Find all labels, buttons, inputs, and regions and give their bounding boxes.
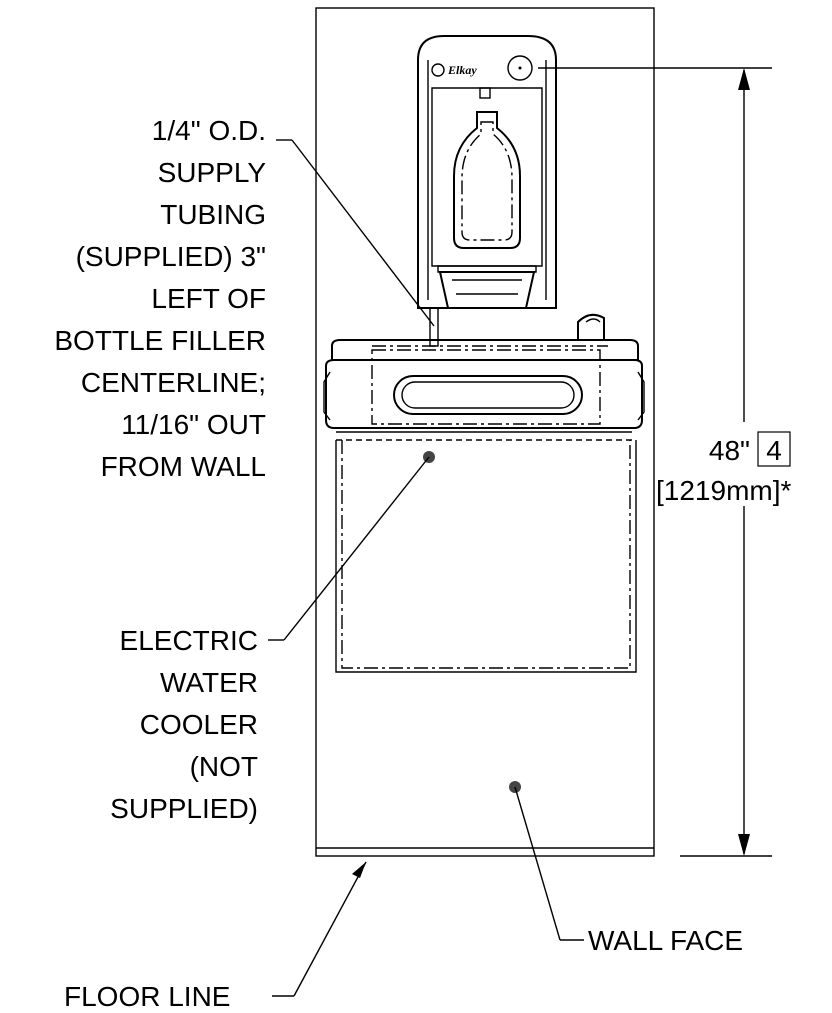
bottle-icon	[453, 111, 521, 249]
supply-tubing-line-3: TUBING	[160, 199, 266, 230]
sensor-icon	[507, 55, 533, 81]
cooler-line-5: SUPPLIED)	[110, 793, 258, 824]
supply-tubing-line-7: CENTERLINE;	[81, 367, 266, 398]
cooler-line-4: (NOT	[190, 751, 258, 782]
height-dimension	[538, 67, 791, 857]
cooler-line-3: COOLER	[140, 709, 258, 740]
cooler-line-2: WATER	[160, 667, 258, 698]
floor-line-label: FLOOR LINE	[64, 981, 230, 1012]
bottle-filler: Elkay	[417, 35, 557, 309]
supply-tubing-callout: 1/4" O.D. SUPPLY TUBING (SUPPLIED) 3" LE…	[54, 115, 266, 482]
supply-tubing-line-9: FROM WALL	[101, 451, 266, 482]
supply-tubing-line-4: (SUPPLIED) 3"	[76, 241, 266, 272]
dimension-metric: [1219mm]*	[656, 475, 791, 506]
cooler-top	[331, 313, 639, 361]
wall-face-label: WALL FACE	[588, 925, 743, 956]
cooler-body	[335, 440, 637, 673]
cooler-callout: ELECTRIC WATER COOLER (NOT SUPPLIED)	[110, 625, 258, 824]
supply-tubing-line-2: SUPPLY	[158, 157, 267, 188]
wall-panel	[315, 7, 655, 857]
note-box	[757, 431, 791, 467]
leader-lines	[268, 139, 584, 997]
dimension-value: 48"	[709, 435, 750, 466]
supply-tubing-line-5: LEFT OF	[151, 283, 266, 314]
supply-tubing-line-1: 1/4" O.D.	[152, 115, 266, 146]
note-box-number: 4	[766, 435, 782, 466]
cooler-basin	[323, 349, 645, 441]
supply-tubing-line-6: BOTTLE FILLER	[54, 325, 266, 356]
brand-logo-text: Elkay	[447, 63, 477, 77]
cooler-line-1: ELECTRIC	[120, 625, 258, 656]
push-bar	[393, 375, 583, 415]
supply-tubing-line-8: 11/16" OUT	[121, 409, 266, 440]
brand-logo: Elkay	[431, 63, 477, 77]
